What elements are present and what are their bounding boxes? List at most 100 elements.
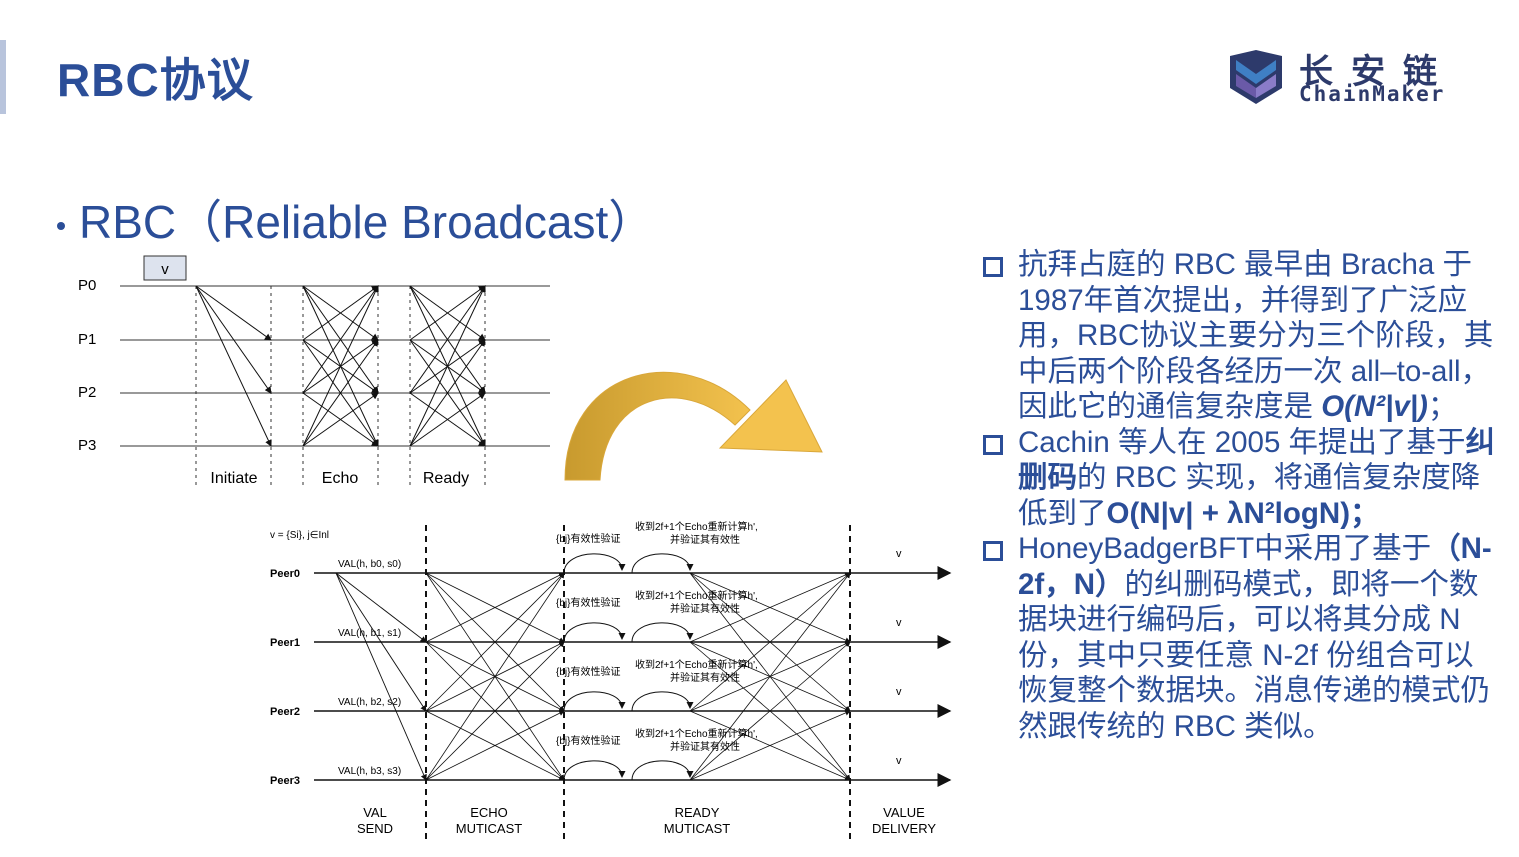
description-item: 抗拜占庭的 RBC 最早由 Bracha 于 1987年首次提出，并得到了广泛应…	[980, 247, 1500, 425]
message-arrow	[689, 572, 851, 712]
val-label-2: VAL(h, b2, s2)	[338, 697, 401, 708]
description-item: HoneyBadgerBFT中采用了基于（N-2f，N）的纠删码模式，即将一个数…	[980, 531, 1500, 744]
message-arrow	[302, 285, 379, 447]
message-arrow	[689, 710, 851, 781]
message-arrow	[302, 339, 379, 447]
complexity-formula: O(N|v| + λN²logN)；	[1106, 496, 1380, 530]
message-arrow	[409, 339, 486, 447]
initiate-arrows	[195, 285, 272, 447]
logo-chinese-name: 长安链	[1299, 53, 1455, 91]
verify-label-1: {bj}有效性验证	[556, 596, 620, 609]
process-label-p1: P1	[78, 331, 96, 348]
peer-lines	[314, 566, 952, 787]
rbc-bottom-diagram: v = {Si}, j∈Inl Peer0 Peer1 Peer2 Peer3 …	[270, 520, 952, 840]
message-arrow	[409, 392, 486, 447]
description-list: 抗拜占庭的 RBC 最早由 Bracha 于 1987年首次提出，并得到了广泛应…	[980, 247, 1500, 744]
phase-ready-line2: MUTICAST	[664, 821, 731, 836]
verify-label-0: {bj}有效性验证	[556, 532, 620, 545]
output-v-0: v	[896, 548, 902, 560]
rbc-top-diagram: v P0 P1 P2 P3 Initiate Echo Ready	[78, 255, 550, 488]
section-heading: RBC（Reliable Broadcast）	[57, 186, 654, 252]
phase-dividers-bottom	[425, 525, 851, 840]
phase-label-ready: Ready	[423, 470, 469, 487]
description-text: ；	[1427, 390, 1458, 423]
section-heading-text: RBC（Reliable Broadcast）	[79, 196, 655, 248]
echo-multicast-arrows	[425, 572, 565, 781]
phase-delivery-line2: DELIVERY	[872, 821, 936, 836]
output-v-3: v	[896, 755, 902, 767]
peer-label-1: Peer1	[270, 637, 300, 649]
message-arrow	[425, 710, 565, 781]
recompute-label-3-line2: 并验证其有效性	[670, 740, 740, 753]
description-text: 的纠删码模式，即将一个数据块进行编码后，可以将其分成 N 份，其中只要任意 N-…	[1018, 567, 1491, 743]
transition-arrow	[564, 371, 823, 481]
verify-label-2: {bj}有效性验证	[556, 665, 620, 678]
description-text: HoneyBadgerBFT中采用了基于	[1018, 532, 1432, 565]
description-text: 抗拜占庭的 RBC 最早由 Bracha 于 1987年首次提出，并得到了广泛应…	[1018, 248, 1494, 423]
recompute-label-3-line1: 收到2f+1个Echo重新计算h',	[635, 727, 758, 740]
recompute-label-2-line1: 收到2f+1个Echo重新计算h',	[635, 658, 758, 671]
square-bullet-icon	[983, 434, 1003, 455]
val-send-arrows	[335, 572, 427, 781]
phase-val-line1: VAL	[363, 805, 387, 820]
chainmaker-logo: 长安链 ChainMaker	[1226, 48, 1476, 106]
message-arrow	[425, 572, 565, 781]
message-arrow	[689, 572, 851, 781]
emphasis-text: 纠删码	[1018, 425, 1496, 495]
echo-arrows	[302, 285, 379, 447]
bullet-dot	[57, 221, 65, 230]
description-item: Cachin 等人在 2005 年提出了基于纠删码的 RBC 实现，将通信复杂度…	[980, 425, 1500, 532]
message-arrow	[425, 572, 565, 712]
phase-ready-line1: READY	[675, 805, 720, 820]
process-label-p0: P0	[78, 277, 96, 294]
square-bullet-icon	[983, 541, 1003, 561]
message-arrow	[302, 392, 379, 447]
recompute-label-1-line1: 收到2f+1个Echo重新计算h',	[635, 589, 758, 602]
message-arrow	[302, 285, 379, 341]
output-v-1: v	[896, 617, 902, 629]
val-label-0: VAL(h, b0, s0)	[338, 559, 401, 570]
recompute-label-1-line2: 并验证其有效性	[670, 602, 740, 615]
message-arrow	[425, 641, 565, 781]
val-label-3: VAL(h, b3, s3)	[338, 766, 401, 777]
square-bullet-icon	[983, 257, 1003, 277]
recompute-label-0-line1: 收到2f+1个Echo重新计算h',	[635, 520, 758, 533]
peer-label-2: Peer2	[270, 706, 300, 718]
recompute-label-0-line2: 并验证其有效性	[670, 533, 740, 546]
val-label-1: VAL(h, b1, s1)	[338, 628, 401, 639]
phase-echo-line1: ECHO	[470, 805, 508, 820]
ready-multicast-arrows	[689, 572, 851, 781]
phase-dividers	[195, 286, 486, 488]
complexity-formula: O(N²|v|)	[1321, 390, 1428, 423]
phase-echo-line2: MUTICAST	[456, 821, 523, 836]
phase-label-initiate: Initiate	[210, 470, 257, 487]
emphasis-text: （N-2f，N）	[1018, 532, 1492, 601]
message-arrow	[302, 285, 379, 394]
phase-label-echo: Echo	[322, 470, 359, 487]
chainmaker-logo-icon	[1230, 50, 1282, 104]
verify-label-3: {bj}有效性验证	[556, 734, 620, 747]
output-v-2: v	[896, 686, 902, 698]
phase-delivery-line1: VALUE	[883, 805, 925, 820]
peer-label-0: Peer0	[270, 568, 300, 580]
message-arrow	[409, 285, 486, 394]
value-box	[143, 255, 187, 281]
message-arrow	[689, 641, 851, 781]
slide-title: RBC协议	[57, 54, 254, 106]
message-arrow	[689, 572, 851, 643]
ready-arrows	[409, 285, 486, 447]
recompute-label-2-line2: 并验证其有效性	[670, 671, 740, 684]
message-arrow	[409, 285, 486, 447]
value-set-label: v = {Si}, j∈Inl	[270, 530, 329, 541]
process-label-p3: P3	[78, 437, 96, 454]
verification-loops	[563, 553, 694, 781]
phase-val-line2: SEND	[357, 821, 393, 836]
process-label-p2: P2	[78, 384, 96, 401]
logo-english-name: ChainMaker	[1299, 82, 1446, 106]
message-arrow	[409, 285, 486, 341]
accent-bar	[0, 40, 6, 114]
peer-label-3: Peer3	[270, 775, 300, 787]
value-box-label: v	[161, 261, 169, 278]
description-text: 的 RBC 实现，将通信复杂度降低到了	[1018, 461, 1481, 530]
description-text: Cachin 等人在 2005 年提出了基于	[1018, 425, 1466, 459]
